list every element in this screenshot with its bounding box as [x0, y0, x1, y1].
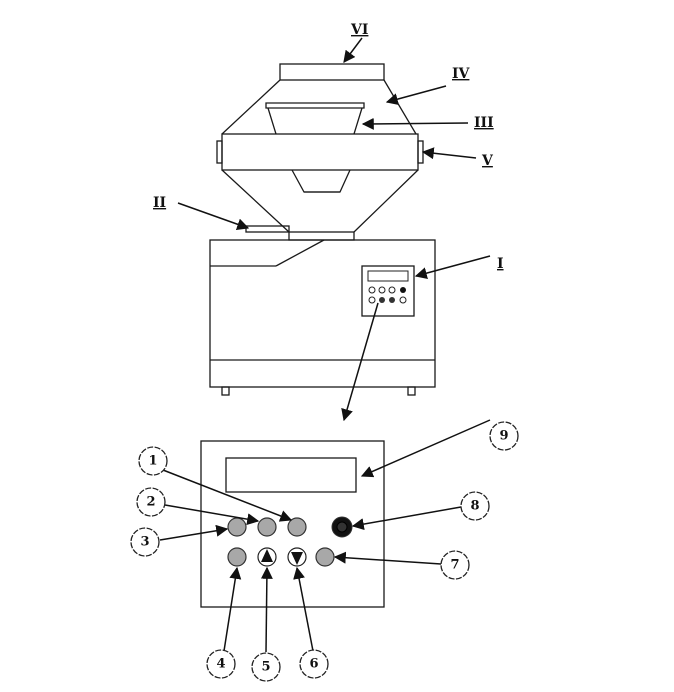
button-1[interactable] [287, 517, 307, 537]
callout-9: 9 [499, 429, 508, 444]
button-7[interactable] [315, 547, 335, 567]
callout-6: 6 [309, 657, 318, 672]
drum-neck [288, 231, 355, 241]
small-control-panel [361, 265, 415, 317]
button-3[interactable] [227, 517, 247, 537]
label-VI: VI [350, 22, 368, 38]
down-arrow-icon[interactable] [287, 547, 307, 567]
right-foot [407, 386, 416, 396]
panel-callout-arrows [159, 419, 491, 653]
label-III: III [474, 115, 494, 131]
control-panel-enlarged [200, 440, 385, 608]
base-housing [209, 239, 436, 396]
left-lug [216, 140, 223, 164]
zoom-arrow [341, 302, 379, 422]
button-4[interactable] [227, 547, 247, 567]
inner-hopper [267, 107, 363, 135]
left-foot [221, 386, 230, 396]
numbered-callouts: 1 2 3 4 5 6 7 8 9 [130, 421, 519, 682]
button-2[interactable] [257, 517, 277, 537]
callout-5: 5 [261, 660, 270, 675]
label-I: I [497, 256, 504, 272]
display-screen [225, 457, 357, 493]
mixing-drum [216, 63, 424, 241]
callout-4: 4 [216, 657, 225, 672]
drum-band [221, 133, 419, 171]
callout-7: 7 [450, 558, 459, 573]
label-V: V [481, 153, 494, 169]
top-cap [279, 63, 385, 81]
up-arrow-icon[interactable] [257, 547, 277, 567]
power-button-icon[interactable] [331, 516, 353, 538]
inner-hopper-rim [265, 102, 365, 109]
label-II: II [153, 195, 166, 211]
callout-1: 1 [148, 454, 157, 469]
panel-frame [200, 440, 385, 608]
lower-cone [221, 169, 419, 233]
label-IV: IV [452, 66, 471, 82]
right-lug [417, 140, 424, 164]
upper-cone [221, 79, 417, 135]
callout-8: 8 [470, 499, 479, 514]
roman-callouts: VI IV III V II I [153, 22, 504, 279]
callout-2: 2 [146, 495, 155, 510]
lower-funnel [291, 169, 351, 193]
callout-3: 3 [140, 535, 149, 550]
base-body [209, 239, 436, 388]
